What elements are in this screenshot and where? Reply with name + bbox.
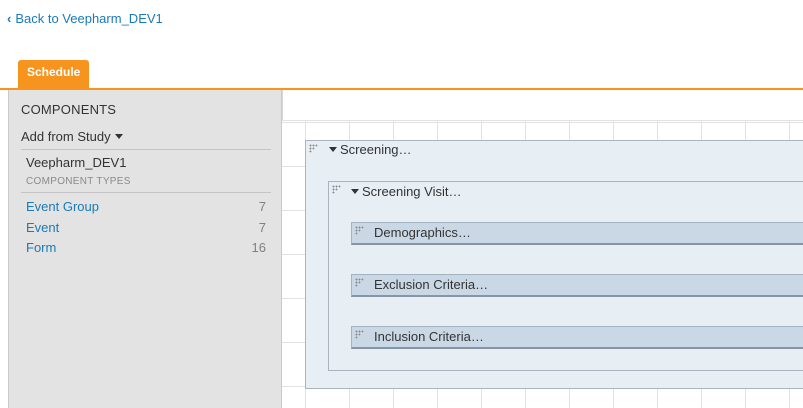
study-name: Veepharm_DEV1: [26, 155, 126, 170]
event-group-name: Screening…: [340, 142, 412, 157]
event-name: Screening Visit…: [362, 184, 461, 199]
canvas-header: [282, 90, 803, 120]
form-label[interactable]: Inclusion Criteria…: [374, 329, 484, 344]
caret-down-icon: [115, 134, 123, 139]
event-group-label[interactable]: Screening…: [329, 142, 412, 157]
caret-down-icon[interactable]: [329, 147, 337, 152]
back-link[interactable]: ‹ Back to Veepharm_DEV1: [7, 11, 163, 26]
component-type-count: 16: [252, 240, 266, 256]
component-type-event-group[interactable]: Event Group 7: [26, 199, 266, 215]
component-types-header: COMPONENT TYPES: [26, 176, 131, 187]
component-type-label[interactable]: Form: [26, 240, 56, 256]
add-from-study-dropdown[interactable]: Add from Study: [21, 129, 123, 144]
divider: [21, 192, 271, 193]
component-type-count: 7: [259, 220, 266, 236]
form-label[interactable]: Demographics…: [374, 225, 471, 240]
components-sidebar: COMPONENTS Add from Study Veepharm_DEV1 …: [8, 90, 282, 408]
component-type-count: 7: [259, 199, 266, 215]
divider: [21, 149, 271, 150]
add-from-study-label: Add from Study: [21, 129, 111, 144]
component-type-form[interactable]: Form 16: [26, 240, 266, 256]
component-type-event[interactable]: Event 7: [26, 220, 266, 236]
components-title: COMPONENTS: [21, 102, 116, 117]
back-link-label: Back to Veepharm_DEV1: [15, 11, 162, 26]
tab-schedule-label: Schedule: [27, 65, 80, 79]
component-type-label[interactable]: Event Group: [26, 199, 99, 215]
chevron-left-icon: ‹: [7, 12, 11, 25]
event-label[interactable]: Screening Visit…: [351, 184, 461, 199]
tab-schedule[interactable]: Schedule: [18, 60, 89, 90]
form-label[interactable]: Exclusion Criteria…: [374, 277, 488, 292]
caret-down-icon[interactable]: [351, 189, 359, 194]
component-type-label[interactable]: Event: [26, 220, 59, 236]
